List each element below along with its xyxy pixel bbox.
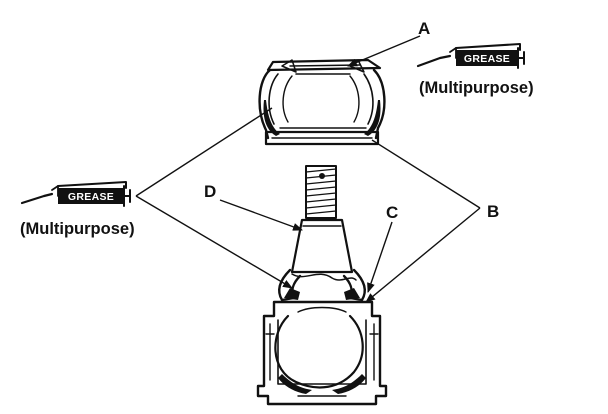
leader-a xyxy=(347,35,421,67)
grease-tube-left: GREASE xyxy=(20,181,131,207)
leader-left-to-joint xyxy=(135,195,293,289)
multipurpose-note-right: (Multipurpose) xyxy=(419,79,534,97)
callout-b: B xyxy=(487,202,499,221)
ball-joint xyxy=(256,165,388,406)
leader-b-to-joint xyxy=(365,207,481,303)
grease-tube-right: GREASE xyxy=(416,43,525,69)
callout-a: A xyxy=(418,19,430,38)
leader-c xyxy=(367,221,393,293)
stud-threads xyxy=(305,168,337,215)
grease-label-left: GREASE xyxy=(68,191,114,203)
grease-label-right: GREASE xyxy=(464,53,510,65)
multipurpose-note-left: (Multipurpose) xyxy=(20,220,135,238)
callout-d: D xyxy=(204,182,216,201)
leader-left-to-boot xyxy=(135,107,273,197)
leader-d xyxy=(219,199,303,231)
leader-b-to-boot xyxy=(371,139,481,209)
dust-boot xyxy=(258,58,386,146)
callout-c: C xyxy=(386,203,398,222)
